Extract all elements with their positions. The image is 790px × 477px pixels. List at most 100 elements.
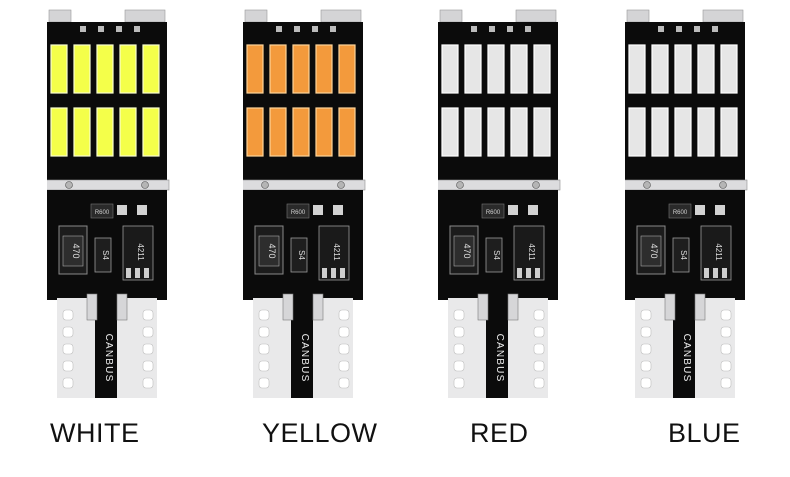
led-chip bbox=[510, 107, 528, 157]
top-tab bbox=[439, 9, 463, 23]
diode-label: S4 bbox=[101, 250, 110, 260]
diode bbox=[290, 237, 308, 273]
pad bbox=[333, 205, 343, 215]
pad bbox=[695, 205, 705, 215]
led-chip bbox=[487, 44, 505, 94]
base-rib bbox=[533, 343, 545, 355]
contact-wire bbox=[477, 293, 489, 321]
inductor-core bbox=[640, 235, 662, 267]
diode-label: S4 bbox=[297, 250, 306, 260]
inductor-label: 470 bbox=[649, 243, 659, 258]
diode bbox=[94, 237, 112, 273]
chip-label: 4211 bbox=[714, 243, 723, 261]
base-rib bbox=[533, 360, 545, 372]
chip-pin bbox=[126, 268, 131, 278]
led-chip bbox=[510, 44, 528, 94]
pad-mark bbox=[134, 26, 140, 32]
pad-mark bbox=[676, 26, 682, 32]
color-label: YELLOW bbox=[262, 418, 378, 448]
led-chip bbox=[50, 107, 68, 157]
led-chip bbox=[269, 44, 287, 94]
top-tab bbox=[48, 9, 72, 23]
pad bbox=[528, 205, 538, 215]
screw bbox=[261, 181, 269, 189]
pad-mark bbox=[525, 26, 531, 32]
inductor-core bbox=[258, 235, 280, 267]
pad-mark bbox=[471, 26, 477, 32]
screw bbox=[643, 181, 651, 189]
chip-pin bbox=[135, 268, 140, 278]
base-rib bbox=[62, 326, 74, 338]
led-chip bbox=[651, 107, 669, 157]
diode-label: S4 bbox=[492, 250, 501, 260]
resistor-label: R600 bbox=[291, 210, 306, 216]
chip-pin bbox=[704, 268, 709, 278]
screw bbox=[141, 181, 149, 189]
led-chip bbox=[338, 107, 356, 157]
led-chip bbox=[73, 44, 91, 94]
screw bbox=[65, 181, 73, 189]
resistor bbox=[668, 203, 692, 219]
pad-mark bbox=[712, 26, 718, 32]
chip-pin bbox=[526, 268, 531, 278]
led-chip bbox=[96, 44, 114, 94]
top-tab bbox=[626, 9, 650, 23]
chip-label: 4211 bbox=[332, 243, 341, 261]
led-chip bbox=[441, 44, 459, 94]
chip-label: 4211 bbox=[527, 243, 536, 261]
inductor-label: 470 bbox=[462, 243, 472, 258]
chip-pin bbox=[340, 268, 345, 278]
inductor-label: 470 bbox=[267, 243, 277, 258]
resistor-label: R600 bbox=[673, 210, 688, 216]
chip-pin bbox=[713, 268, 718, 278]
led-chip bbox=[674, 44, 692, 94]
led-chip bbox=[720, 44, 738, 94]
pad bbox=[313, 205, 323, 215]
canbus-label: CANBUS bbox=[681, 334, 692, 383]
screw bbox=[719, 181, 727, 189]
base-rib bbox=[142, 326, 154, 338]
led-chip bbox=[246, 107, 264, 157]
base-rib bbox=[720, 326, 732, 338]
diode bbox=[485, 237, 503, 273]
resistor-label: R600 bbox=[95, 210, 110, 216]
color-label: RED bbox=[470, 418, 529, 448]
led-chip bbox=[628, 107, 646, 157]
chip-pin bbox=[535, 268, 540, 278]
top-tab bbox=[702, 9, 744, 23]
base-rib bbox=[640, 377, 652, 389]
contact-wire bbox=[312, 293, 324, 321]
base-rib bbox=[533, 326, 545, 338]
top-tab bbox=[124, 9, 166, 23]
led-chip bbox=[464, 107, 482, 157]
inductor-core bbox=[62, 235, 84, 267]
base-rib bbox=[62, 343, 74, 355]
led-chip bbox=[292, 107, 310, 157]
pad bbox=[137, 205, 147, 215]
base-rib bbox=[62, 309, 74, 321]
contact-wire bbox=[116, 293, 128, 321]
chip-label: 4211 bbox=[136, 243, 145, 261]
pad-mark bbox=[507, 26, 513, 32]
chip-pin bbox=[322, 268, 327, 278]
screw bbox=[532, 181, 540, 189]
contact-wire bbox=[507, 293, 519, 321]
base-rib bbox=[720, 377, 732, 389]
led-chip bbox=[246, 44, 264, 94]
canbus-spine bbox=[486, 298, 508, 398]
canbus-label: CANBUS bbox=[103, 334, 114, 383]
led-chip bbox=[464, 44, 482, 94]
base-rib bbox=[258, 326, 270, 338]
led-chip bbox=[50, 44, 68, 94]
led-chip bbox=[441, 107, 459, 157]
chip-pin bbox=[722, 268, 727, 278]
pad bbox=[715, 205, 725, 215]
canbus-spine bbox=[291, 298, 313, 398]
contact-wire bbox=[282, 293, 294, 321]
inductor-label: 470 bbox=[71, 243, 81, 258]
led-chip bbox=[533, 44, 551, 94]
